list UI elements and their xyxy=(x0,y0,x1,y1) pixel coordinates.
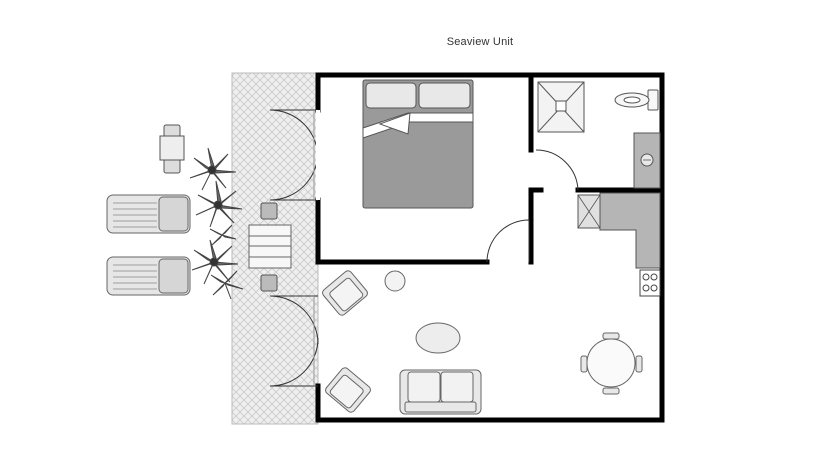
sun-lounger-icon xyxy=(106,194,191,296)
armchair-icon xyxy=(322,270,371,413)
sofa-icon xyxy=(399,369,482,415)
coffee-table-icon xyxy=(415,322,461,354)
toilet-icon xyxy=(614,89,659,111)
sink-icon xyxy=(633,132,661,189)
dining-table-icon xyxy=(580,332,643,395)
walls xyxy=(315,72,665,423)
side-table-icon xyxy=(384,270,406,292)
kitchen-counter xyxy=(577,192,661,269)
shower-icon xyxy=(537,81,585,133)
palm-plant-icon xyxy=(189,147,244,300)
door-swing-icon xyxy=(269,109,579,387)
bbq-icon xyxy=(159,124,185,174)
outdoor-table-icon xyxy=(248,224,292,269)
deck-chair-icon xyxy=(260,202,278,292)
queen-bed-icon xyxy=(362,79,474,209)
plan-title: Seaview Unit xyxy=(446,36,514,48)
cooktop-icon xyxy=(639,269,661,297)
